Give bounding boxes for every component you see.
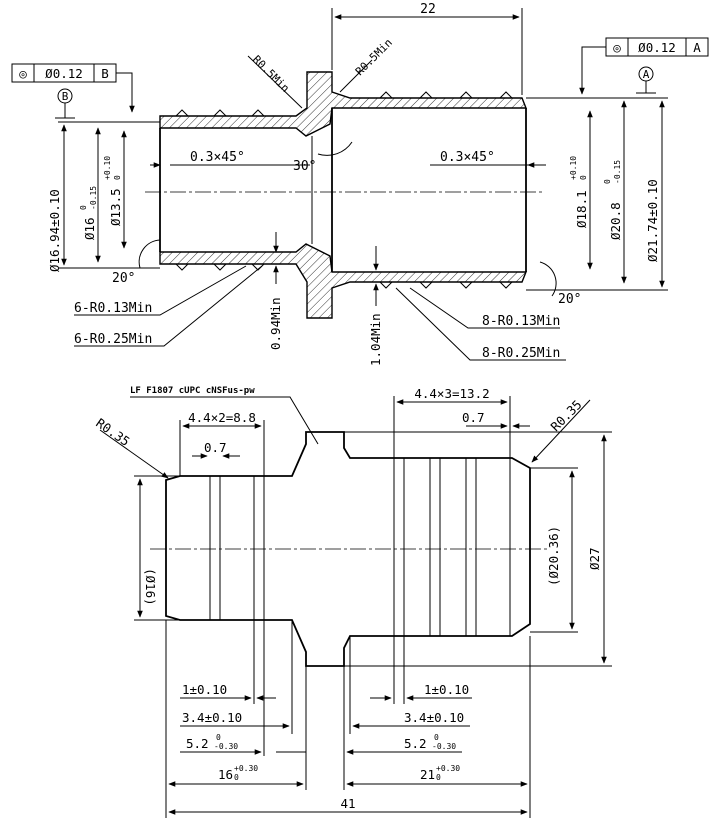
w07-right: 0.7 (462, 410, 485, 425)
min-094: 0.94Min (268, 297, 283, 350)
d1-right: 1±0.10 (424, 682, 469, 697)
leader-r035-right (531, 399, 591, 463)
angle-30: 30° (293, 159, 316, 174)
d34-left: 3.4±0.10 (182, 710, 242, 725)
section-hatch (159, 71, 528, 137)
dia-135: Ø13.5 (108, 188, 123, 226)
r035-right: R0.35 (548, 397, 585, 434)
concentricity-icon: ◎ (613, 40, 621, 55)
r013-left: 6-R0.13Min (74, 301, 152, 316)
marking-leader (130, 396, 319, 445)
dia-2036-ref: (Ø20.36) (546, 526, 561, 586)
dia-208-tol: -0.15 (613, 160, 622, 184)
barbs-right-top (379, 91, 513, 99)
dia-1694: Ø16.94±0.10 (47, 189, 62, 272)
angle-20-right: 20° (558, 292, 581, 307)
dia-16-tol-upper: 0 (79, 205, 88, 210)
left-grooves (209, 476, 265, 620)
r025-right: 8-R0.25Min (482, 346, 560, 361)
dia-181-tol-lower: 0 (579, 175, 588, 180)
d52-right: 5.2 (404, 736, 427, 751)
dia-27: Ø27 (587, 547, 602, 570)
datum-a: A (643, 68, 650, 81)
dia-181: Ø18.1 (574, 190, 589, 228)
fcf-left-tol: Ø0.12 (45, 66, 83, 81)
d34-right: 3.4±0.10 (404, 710, 464, 725)
r05-left-label: R0.5Min (250, 53, 292, 95)
d21-tol-lower: 0 (436, 773, 441, 782)
fcf-right-datum: A (693, 40, 701, 55)
d52-right-tol-upper: 0 (434, 733, 439, 742)
barbs-right-bottom (379, 281, 513, 289)
dia-181-tol-upper: +0.10 (569, 156, 578, 180)
leader-r013-left (74, 265, 247, 316)
marking-text: LF F1807 cUPC cNSFus-pw (130, 386, 255, 396)
d21-tol-upper: +0.30 (436, 764, 460, 773)
d16: 16 (218, 767, 233, 782)
leader-r025-right (395, 287, 566, 361)
dia-16: Ø16 (82, 217, 97, 240)
dia-2174: Ø21.74±0.10 (645, 179, 660, 262)
d1-left: 1±0.10 (182, 682, 227, 697)
chamfer-left: 0.3×45° (190, 150, 245, 165)
fcf-right-leader (579, 46, 606, 95)
leader (247, 55, 303, 109)
pitch-right: 4.4×3=13.2 (414, 386, 489, 401)
ext-lines-bottom (165, 620, 531, 818)
d16-tol-upper: +0.30 (234, 764, 258, 773)
fcf-left: ◎ Ø0.12 B (11, 63, 117, 83)
leader-r035-left (99, 429, 169, 479)
d52-right-tol-lower: -0.30 (432, 742, 456, 751)
angle-30-arc (317, 141, 353, 156)
dia-16-tol: -0.15 (89, 186, 98, 210)
d52-tol-upper: 0 (216, 733, 221, 742)
pitch-left: 4.4×2=8.8 (188, 410, 256, 425)
leader-r013-right (409, 287, 560, 329)
angle-20-left: 20° (112, 271, 135, 286)
fcf-left-datum: B (101, 66, 109, 81)
d52-left: 5.2 (186, 736, 209, 751)
concentricity-icon: ◎ (19, 66, 27, 81)
min-104: 1.04Min (368, 313, 383, 366)
dia-208: Ø20.8 (608, 202, 623, 240)
w07-left: 0.7 (204, 440, 227, 455)
dia-135-tol-lower: 0 (113, 175, 122, 180)
fcf-left-leader (116, 72, 135, 113)
exterior-view: LF F1807 cUPC cNSFus-pw 4.4×3=13.2 0.7 4… (93, 386, 612, 818)
barbs-left-top (175, 109, 265, 117)
dia-16-ref: (Ø16) (143, 568, 158, 606)
section-hatch-lower (159, 243, 528, 319)
datum-b: B (62, 90, 69, 103)
angle-20-left-arc (138, 239, 161, 269)
d52-tol-lower: -0.30 (214, 742, 238, 751)
fcf-right: ◎ Ø0.12 A (605, 37, 709, 57)
d16-tol-lower: 0 (234, 773, 239, 782)
section-view: 22 R0.5Min R0.5Min ◎ Ø0.12 B B ◎ Ø0.12 A (11, 2, 709, 366)
r013-right: 8-R0.13Min (482, 314, 560, 329)
leader (339, 59, 373, 93)
fcf-right-tol: Ø0.12 (638, 40, 676, 55)
dia-208-tol-upper: 0 (603, 179, 612, 184)
d41: 41 (340, 796, 355, 811)
dim-22: 22 (420, 2, 436, 17)
r025-left: 6-R0.25Min (74, 332, 152, 347)
angle-20-right-arc (539, 261, 557, 297)
right-grooves (393, 458, 511, 636)
fitting-outline (165, 431, 531, 667)
r035-left: R0.35 (93, 415, 132, 449)
r05-right-label: R0.5Min (353, 36, 395, 78)
chamfer-right: 0.3×45° (440, 150, 495, 165)
d21: 21 (420, 767, 435, 782)
leader-r025-left (74, 265, 263, 347)
barbs-left-bottom (175, 263, 265, 271)
dia-135-tol-upper: +0.10 (103, 156, 112, 180)
